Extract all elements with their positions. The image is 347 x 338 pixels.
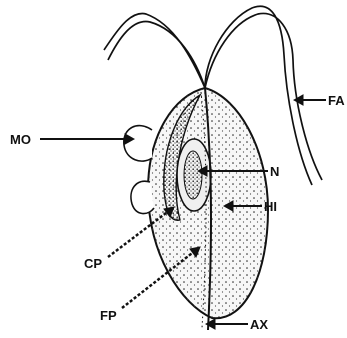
- label-ax: AX: [250, 317, 268, 332]
- label-hi: HI: [264, 199, 277, 214]
- label-mo: MO: [10, 132, 31, 147]
- label-fa: FA: [328, 93, 345, 108]
- label-cp: CP: [84, 256, 102, 271]
- nucleus-chromatin: [184, 151, 202, 199]
- label-fp: FP: [100, 308, 117, 323]
- label-n: N: [270, 164, 279, 179]
